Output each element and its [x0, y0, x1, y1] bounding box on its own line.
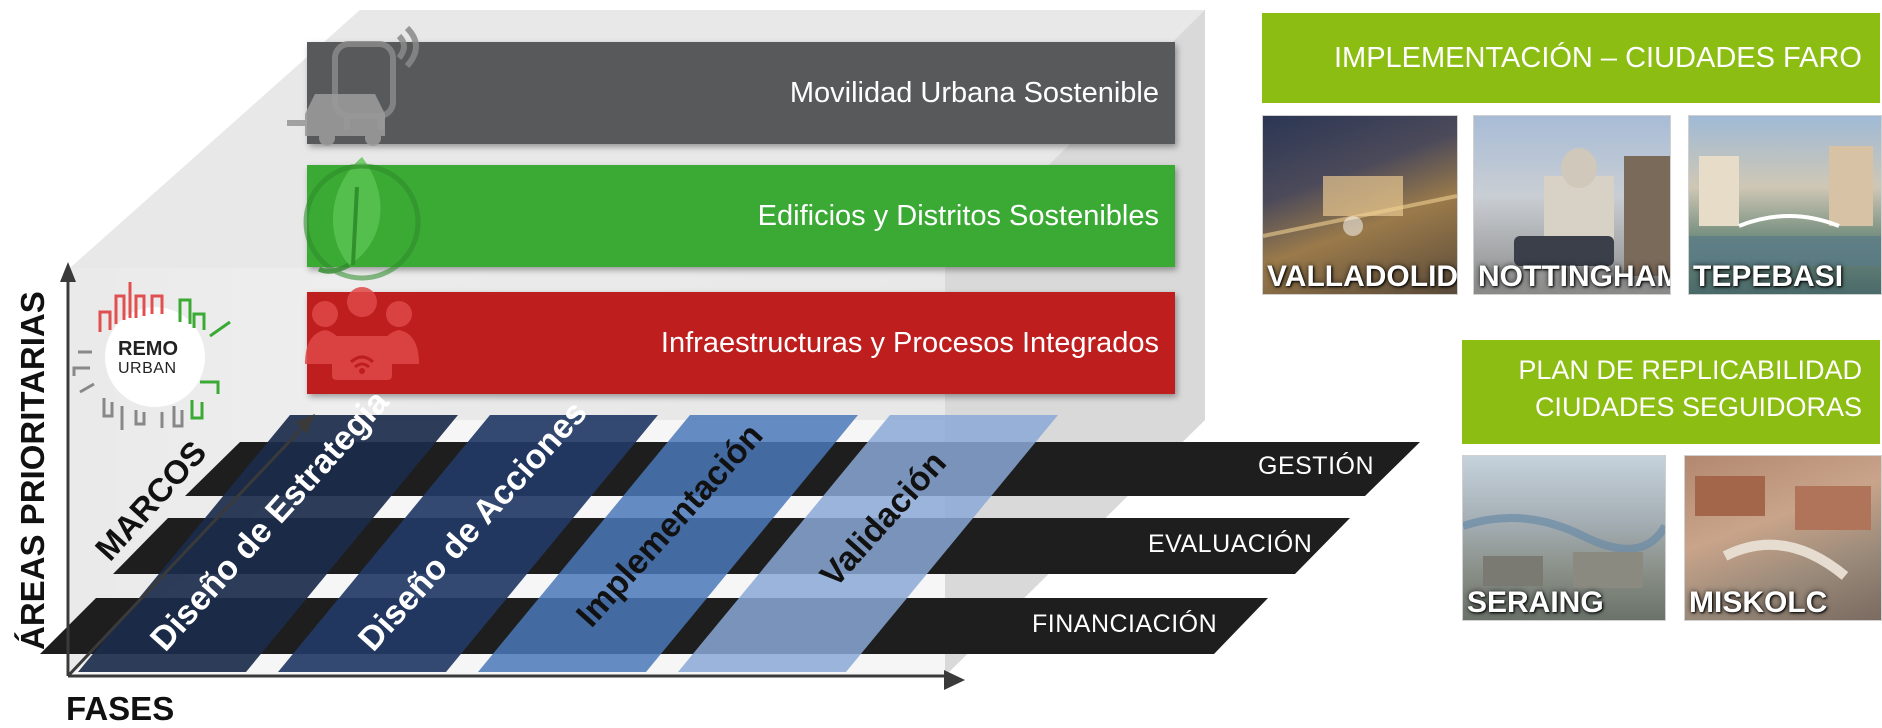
priority-bar-label: Movilidad Urbana Sostenible: [789, 77, 1159, 109]
axis-label-fases: FASES: [66, 690, 175, 727]
leaf-icon: [303, 157, 421, 281]
city-photo-illustration: [1689, 146, 1881, 266]
city-photo-illustration: [1514, 148, 1670, 276]
priority-bar-label: Infraestructuras y Procesos Integrados: [660, 327, 1159, 359]
people-laptop-icon: [305, 287, 419, 380]
horizontal-axis-arrow: [944, 670, 965, 690]
framework-label-evaluacion: EVALUACIÓN: [1148, 530, 1313, 558]
car-bus-icon: [287, 25, 419, 146]
axis-label-areas-prioritarias: ÁREAS PRIORITARIAS: [14, 291, 51, 650]
diagonal-axis: [66, 423, 307, 678]
city-photo-illustration: [1263, 176, 1457, 238]
city-name: MISKOLC: [1689, 586, 1828, 619]
replication-title-line1: PLAN DE REPLICABILIDAD: [1518, 355, 1862, 385]
phase-parallelogram: [278, 415, 658, 672]
replication-title-line2: CIUDADES SEGUIDORAS: [1534, 392, 1862, 422]
phase-parallelogram: [78, 415, 458, 672]
city-photo-tepebasi: TEPEBASI: [1688, 115, 1882, 295]
implementation-title: IMPLEMENTACIÓN – CIUDADES FARO: [1334, 42, 1862, 74]
city-name: SERAING: [1467, 586, 1604, 619]
city-photo-valladolid: VALLADOLID: [1262, 115, 1458, 295]
priority-bar-label: Edificios y Distritos Sostenibles: [757, 200, 1159, 232]
city-photo-miskolc: MISKOLC: [1684, 455, 1882, 621]
vertical-axis-arrow: [60, 262, 76, 282]
priority-bar-infrastructure: Infraestructuras y Procesos Integrados: [305, 287, 1175, 394]
logo-text-remo: REMO: [118, 338, 178, 360]
city-photo-seraing: SERAING: [1462, 455, 1666, 621]
city-name: NOTTINGHAM: [1478, 260, 1671, 293]
city-photo-illustration: [1695, 476, 1871, 580]
implementation-banner: IMPLEMENTACIÓN – CIUDADES FARO: [1262, 13, 1880, 103]
phase-parallelogram: [678, 415, 1058, 672]
city-skyline-logo-icon: [72, 282, 231, 430]
city-name: VALLADOLID: [1267, 260, 1458, 293]
remo-urban-logo: REMO URBAN: [70, 272, 240, 442]
city-photo-illustration: [1463, 514, 1665, 588]
framework-label-gestion: GESTIÓN: [1258, 452, 1375, 480]
priority-bar-mobility: Movilidad Urbana Sostenible: [287, 25, 1175, 146]
city-photo-nottingham: NOTTINGHAM: [1473, 115, 1671, 295]
diagonal-axis-arrow: [295, 414, 315, 434]
framework-label-financiacion: FINANCIACIÓN: [1032, 610, 1218, 638]
replication-banner: PLAN DE REPLICABILIDAD CIUDADES SEGUIDOR…: [1462, 340, 1880, 444]
city-name: TEPEBASI: [1693, 260, 1844, 293]
priority-bar-buildings: Edificios y Distritos Sostenibles: [303, 157, 1175, 281]
logo-text-urban: URBAN: [118, 360, 177, 377]
phase-parallelogram: [478, 415, 858, 672]
